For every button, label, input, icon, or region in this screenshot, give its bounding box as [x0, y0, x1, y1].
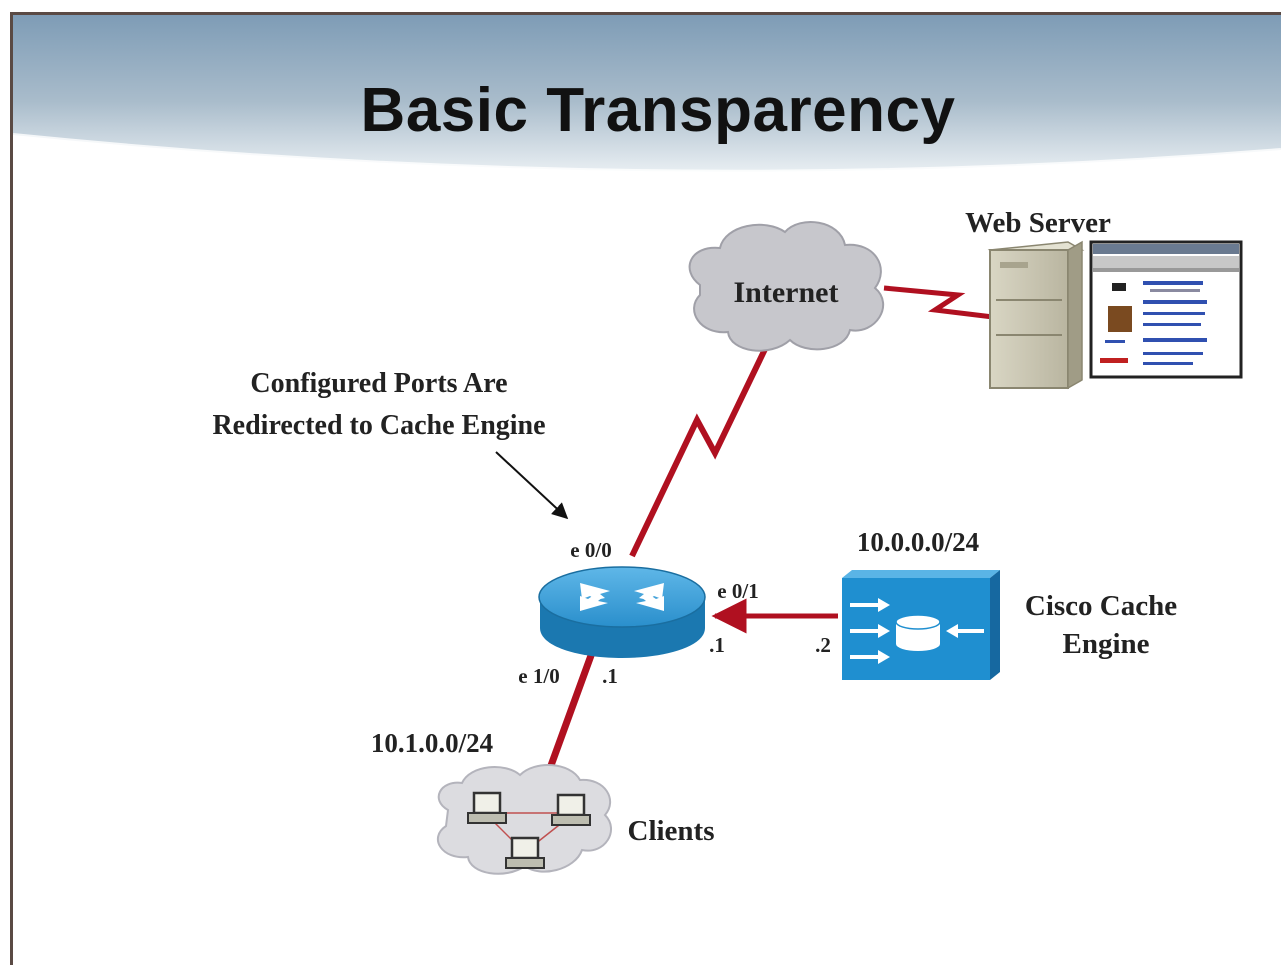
clients-label: Clients — [628, 815, 715, 847]
cache-network-label: 10.0.0.0/24 — [857, 527, 979, 557]
cache-address: .2 — [815, 633, 831, 657]
client-pc-icon — [551, 793, 591, 826]
internet-label: Internet — [734, 276, 839, 309]
client-network-label: 10.1.0.0/24 — [371, 728, 493, 758]
interface-e00-label: e 0/0 — [570, 538, 611, 562]
internet-cloud: Internet — [688, 221, 885, 352]
cache-engine-label-line-1: Cisco Cache — [1025, 590, 1177, 622]
server-tower-icon — [989, 249, 1069, 389]
web-page-icon — [1089, 240, 1243, 379]
router-e01-address: .1 — [709, 633, 725, 657]
link-router-clients — [541, 648, 597, 784]
client-pc-icon — [505, 836, 545, 869]
client-pc-icon — [467, 791, 507, 824]
annotation-arrow — [495, 451, 569, 520]
router-e10-address: .1 — [602, 664, 618, 688]
frame-top-line — [10, 12, 1281, 15]
clients-cloud — [436, 763, 612, 875]
interface-e01-label: e 0/1 — [717, 579, 758, 603]
web-server-label: Web Server — [965, 207, 1111, 239]
interface-e10-label: e 1/0 — [518, 664, 559, 688]
cache-engine-icon — [842, 570, 1000, 680]
web-server: Web Server — [965, 207, 1243, 390]
link-internet-webserver — [883, 285, 994, 320]
frame-left-line — [10, 12, 13, 965]
router-icon — [538, 566, 706, 658]
link-router-internet — [629, 343, 770, 558]
annotation-line-1: Configured Ports Are — [250, 368, 507, 399]
header-band — [13, 15, 1281, 172]
slide-title: Basic Transparency — [361, 76, 956, 145]
cache-engine-label-line-2: Engine — [1062, 628, 1149, 660]
slide-top-margin — [0, 0, 1281, 10]
annotation-line-2: Redirected to Cache Engine — [212, 410, 545, 441]
